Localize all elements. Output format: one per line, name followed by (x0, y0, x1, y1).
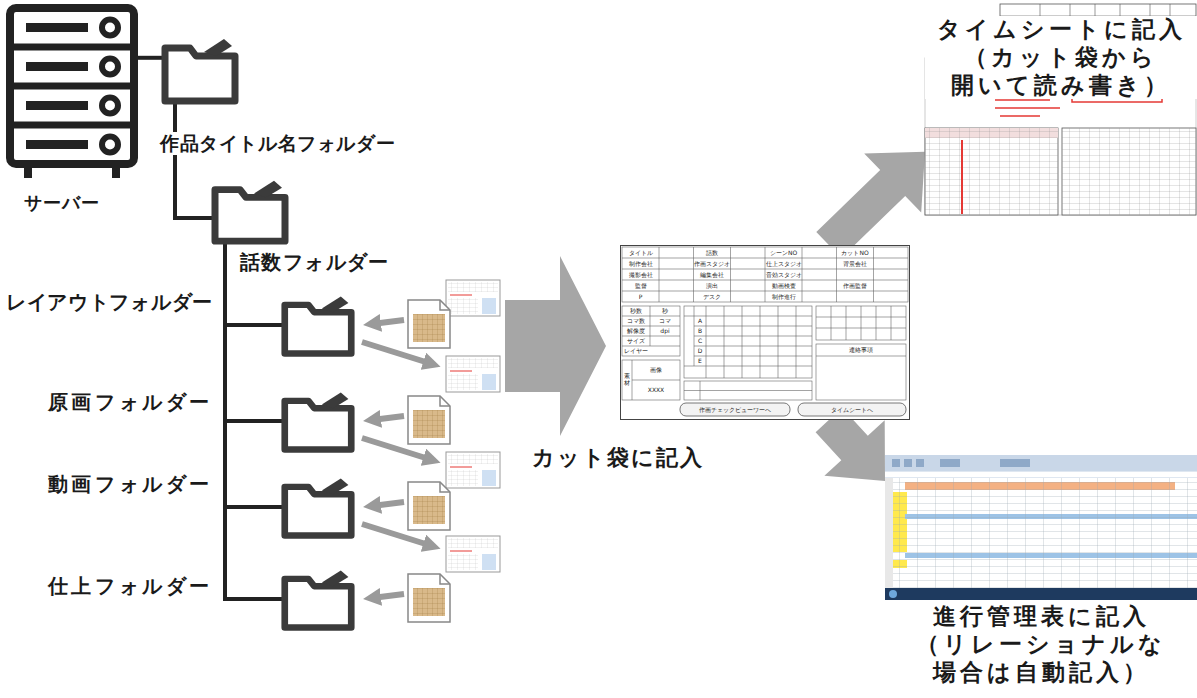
form-field-label: 編集会社 (694, 272, 731, 278)
form-field-label: 監督 (622, 283, 659, 289)
folder-icon: 作品タイトル名フォルダー (160, 34, 240, 106)
cut-bag-form-drawing (621, 246, 910, 420)
form-field-label: 素材 (624, 373, 630, 386)
thumbnail (446, 536, 500, 572)
timesheet-drawing (925, 4, 1196, 215)
progress-table-image: 進行管理表に記入（リレーショナルな 場合は自動記入） (885, 455, 1197, 600)
folder-icon: 話数フォルダー (210, 176, 290, 246)
cut-sheet-icon (408, 574, 450, 622)
folder-icon: 原画フォルダー (280, 388, 356, 454)
small-arrows (362, 320, 432, 598)
node-label: サーバー (22, 192, 102, 214)
server-icon: サーバー (4, 2, 140, 182)
folder-shape (210, 176, 290, 246)
form-field-label: 話数 (694, 250, 731, 256)
folder-shape (280, 474, 356, 540)
thumbnail (446, 280, 500, 316)
form-field-label: 制作会社 (622, 261, 659, 267)
form-field-label: C (694, 338, 706, 344)
form-field-label: タイムシートへ (798, 407, 906, 413)
tree-line-path (175, 106, 210, 218)
form-field-label: E (694, 358, 706, 364)
form-field-label: コマ (650, 318, 680, 324)
tree-line-path (225, 246, 280, 507)
flow-arrow (816, 152, 925, 258)
form-field-label: サイズ (622, 338, 650, 344)
form-field-label: 作画監督 (837, 283, 874, 289)
form-field-label: 作画スタジオ (694, 261, 731, 267)
folder-shape (280, 566, 356, 632)
thumbnail (446, 452, 500, 488)
form-field-label: XXXX (632, 387, 680, 393)
progress-table-drawing (885, 455, 1197, 600)
folder-shape (160, 34, 240, 106)
node-note: （リレーショナルな 場合は自動記入） (885, 631, 1197, 686)
folder-shape (280, 388, 356, 454)
form-field-label: 音効スタジオ (765, 272, 802, 278)
cut-sheet-icon (408, 300, 450, 348)
form-field-label: コマ数 (622, 318, 650, 324)
form-field-label: D (694, 348, 706, 354)
form-field-label: 連絡事項 (816, 347, 906, 353)
form-field-label: 制作進行 (765, 294, 802, 300)
form-field-label: P (622, 294, 659, 300)
form-field-label: 秒数 (622, 308, 650, 314)
form-field-label: 仕上スタジオ (765, 261, 802, 267)
cut-sheet-icon (408, 482, 450, 530)
folder-icon: レイアウトフォルダー (280, 292, 356, 358)
node-label: レイアウトフォルダー (4, 290, 215, 314)
tree-line (140, 57, 160, 58)
folder-icon: 仕上フォルダー (280, 566, 356, 632)
node-label: 作品タイトル名フォルダー (158, 132, 397, 155)
tree-line (175, 106, 210, 218)
form-field-label: シーンNO (765, 250, 802, 256)
form-field-label: dpi (650, 328, 680, 334)
form-field-label: 演出 (694, 283, 731, 289)
node-note: （カット袋から 開いて読み書き） (925, 44, 1197, 99)
node-label: タイムシートに記入 (925, 16, 1197, 44)
form-field-label: カットNO (837, 250, 874, 256)
form-field-label: A (694, 318, 706, 324)
form-field-label: 撮影会社 (622, 272, 659, 278)
form-field-label: 解像度 (622, 328, 650, 334)
tree-line-path (225, 246, 280, 599)
node-label: 動画フォルダー (46, 472, 215, 496)
big-arrow (505, 256, 606, 436)
server-shape (4, 2, 140, 182)
node-label: カット袋に記入 (530, 445, 706, 471)
form-field-label: B (694, 328, 706, 334)
form-field-label: 作画チェックビューワーへ (680, 407, 790, 413)
form-field-label: 秒 (650, 308, 680, 314)
timesheet-image: タイムシートに記入（カット袋から 開いて読み書き） (925, 4, 1197, 215)
node-label: 仕上フォルダー (46, 574, 215, 598)
form-field-label: タイトル (622, 250, 659, 256)
form-field-label: デスク (694, 294, 731, 300)
tree-line (225, 246, 280, 507)
node-label: 進行管理表に記入 (885, 603, 1197, 631)
tree-line-path (140, 56, 160, 60)
thumbnail (446, 356, 500, 392)
tree-line (225, 246, 280, 599)
form-field-label: 画像 (632, 367, 680, 373)
form-field-label: 動画検査 (765, 283, 802, 289)
form-field-label: レイヤー (622, 348, 650, 354)
form-field-label: 背景会社 (837, 261, 874, 267)
folder-icon: 動画フォルダー (280, 474, 356, 540)
cut-sheet-icon (408, 396, 450, 444)
node-label: 原画フォルダー (46, 390, 215, 414)
folder-shape (280, 292, 356, 358)
node-label: 話数フォルダー (238, 250, 392, 274)
